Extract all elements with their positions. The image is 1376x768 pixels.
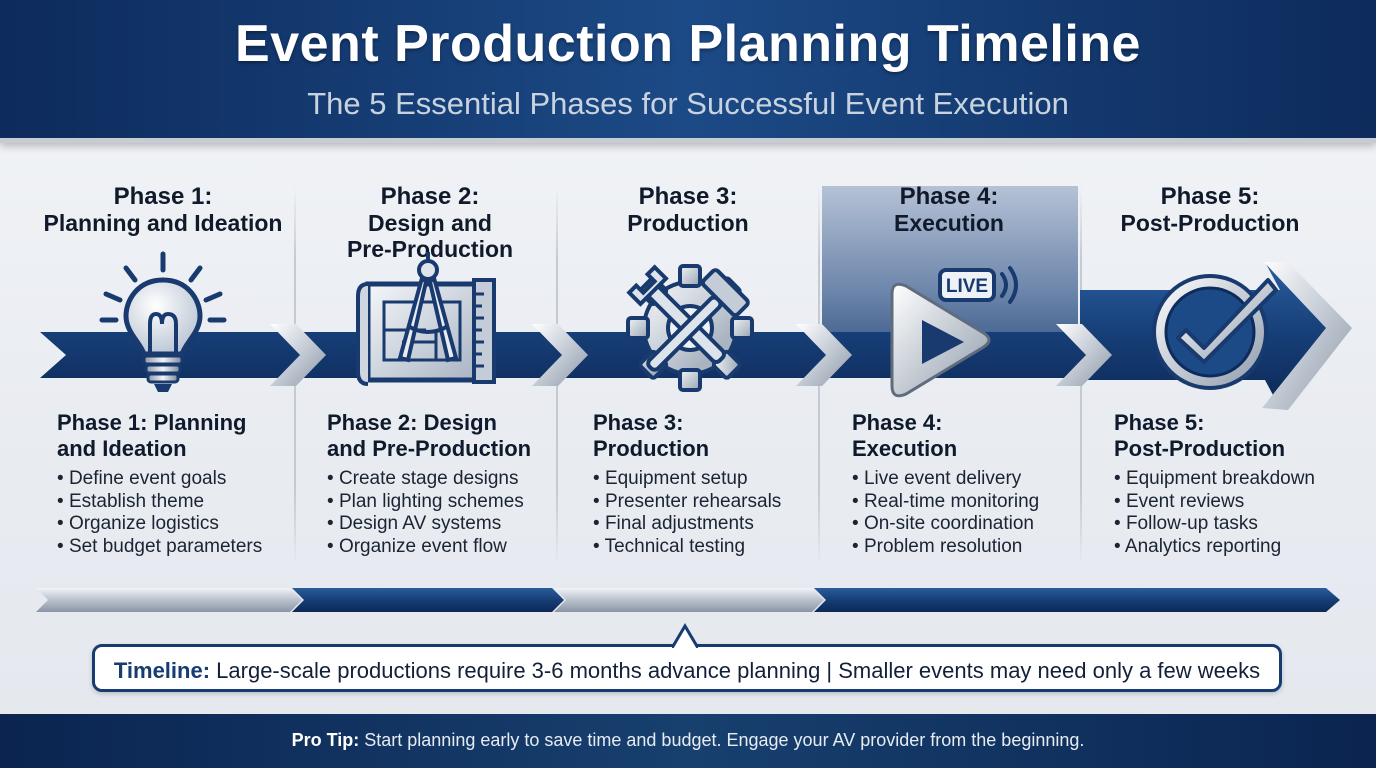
list-item: Organize event flow xyxy=(327,536,577,559)
progress-segment xyxy=(814,588,1340,612)
timeline-callout: Timeline: Large-scale productions requir… xyxy=(92,644,1282,692)
phase-5-bullets: Equipment breakdown Event reviews Follow… xyxy=(1114,468,1364,558)
phase-5-details: Phase 5: Post-Production Equipment break… xyxy=(1114,410,1364,558)
page-title: Event Production Planning Timeline xyxy=(235,15,1141,73)
list-item: Create stage designs xyxy=(327,468,577,491)
timeline-progress-bar xyxy=(36,588,1340,612)
list-item: Define event goals xyxy=(57,468,307,491)
list-item: Equipment breakdown xyxy=(1114,468,1364,491)
list-item: Plan lighting schemes xyxy=(327,491,577,514)
progress-segment xyxy=(36,588,302,612)
gear-wrench-hammer-icon xyxy=(626,264,754,392)
progress-segment xyxy=(554,588,824,612)
list-item: Problem resolution xyxy=(852,536,1102,559)
phase-4-heading-line2: Execution xyxy=(852,436,958,461)
phase-5-heading-line1: Phase 5: xyxy=(1114,410,1205,435)
list-item: Equipment setup xyxy=(593,468,843,491)
phase-3-name: Production xyxy=(627,210,749,236)
phase-1-details: Phase 1: Planning and Ideation Define ev… xyxy=(57,410,307,558)
phase-5-name: Post-Production xyxy=(1120,210,1300,236)
list-item: Real-time monitoring xyxy=(852,491,1102,514)
header-banner: Event Production Planning Timeline The 5… xyxy=(0,0,1376,143)
flow-chevron xyxy=(1056,324,1112,386)
list-item: Technical testing xyxy=(593,536,843,559)
phase-3-title: Phase 3: Production xyxy=(557,183,819,237)
phase-3-heading-line1: Phase 3: xyxy=(593,410,684,435)
list-item: Organize logistics xyxy=(57,513,307,536)
list-item: Final adjustments xyxy=(593,513,843,536)
list-item: Follow-up tasks xyxy=(1114,513,1364,536)
phase-2-heading-line2: and Pre-Production xyxy=(327,436,532,461)
pro-tip-label: Pro Tip: xyxy=(291,730,360,750)
phase-2-details: Phase 2: Design and Pre-Production Creat… xyxy=(327,410,577,558)
phase-2-name-line1: Design and xyxy=(368,210,492,236)
list-item: On-site coordination xyxy=(852,513,1102,536)
list-item: Design AV systems xyxy=(327,513,577,536)
flow-chevron xyxy=(270,324,326,386)
phase-1-name: Planning and Ideation xyxy=(43,210,283,236)
phase-1-bullets: Define event goals Establish theme Organ… xyxy=(57,468,307,558)
timeline-callout-text: Timeline: Large-scale productions requir… xyxy=(95,658,1279,684)
flow-arrow-tip-highlight xyxy=(1262,262,1352,410)
pro-tip-text: Start planning early to save time and bu… xyxy=(359,730,1085,750)
list-item: Presenter rehearsals xyxy=(593,491,843,514)
phase-3-details: Phase 3: Production Equipment setup Pres… xyxy=(593,410,843,558)
lightbulb-icon xyxy=(99,251,227,392)
progress-segment xyxy=(292,588,564,612)
live-play-icon: LIVE xyxy=(890,266,1018,398)
list-item: Set budget parameters xyxy=(57,536,307,559)
phase-2-label: Phase 2: xyxy=(380,183,480,210)
phase-4-heading: Phase 4: Execution xyxy=(852,410,1102,462)
phase-4-title: Phase 4: Execution xyxy=(818,183,1080,237)
phase-2-title: Phase 2: Design and Pre-Production xyxy=(299,183,561,263)
timeline-text: Large-scale productions require 3-6 mont… xyxy=(210,658,1261,683)
phase-5-heading: Phase 5: Post-Production xyxy=(1114,410,1364,462)
flow-chevron xyxy=(532,324,588,386)
list-item: Analytics reporting xyxy=(1114,536,1364,559)
footer-banner: Pro Tip: Start planning early to save ti… xyxy=(0,714,1376,768)
list-item: Event reviews xyxy=(1114,491,1364,514)
phase-4-bullets: Live event delivery Real-time monitoring… xyxy=(852,468,1102,558)
live-badge-text: LIVE xyxy=(946,276,988,297)
blueprint-compass-icon xyxy=(356,252,496,386)
phase-1-label: Phase 1: xyxy=(113,183,213,210)
checkmark-circle-icon xyxy=(1152,274,1278,390)
phase-1-heading-line2: and Ideation xyxy=(57,436,187,461)
phase-4-name: Execution xyxy=(894,210,1004,236)
phase-3-heading-line2: Production xyxy=(593,436,710,461)
list-item: Establish theme xyxy=(57,491,307,514)
phase-5-heading-line2: Post-Production xyxy=(1114,436,1286,461)
page-subtitle: The 5 Essential Phases for Successful Ev… xyxy=(307,86,1069,121)
phase-2-heading: Phase 2: Design and Pre-Production xyxy=(327,410,577,462)
phase-1-title: Phase 1: Planning and Ideation xyxy=(32,183,294,237)
flow-chevron xyxy=(796,324,852,386)
list-item: Live event delivery xyxy=(852,468,1102,491)
phase-3-bullets: Equipment setup Presenter rehearsals Fin… xyxy=(593,468,843,558)
phase-4-details: Phase 4: Execution Live event delivery R… xyxy=(852,410,1102,558)
timeline-label: Timeline: xyxy=(113,658,211,683)
phase-3-label: Phase 3: xyxy=(638,183,738,210)
phase-4-label: Phase 4: xyxy=(899,183,999,210)
pro-tip: Pro Tip: Start planning early to save ti… xyxy=(0,730,1376,751)
phase-5-label: Phase 5: xyxy=(1160,183,1260,210)
phase-2-bullets: Create stage designs Plan lighting schem… xyxy=(327,468,577,558)
phase-3-heading: Phase 3: Production xyxy=(593,410,843,462)
phase-5-title: Phase 5: Post-Production xyxy=(1079,183,1341,237)
callout-pointer xyxy=(672,623,698,648)
phase-1-heading: Phase 1: Planning and Ideation xyxy=(57,410,307,462)
phase-1-heading-line1: Phase 1: Planning xyxy=(57,410,247,435)
phase-4-heading-line1: Phase 4: xyxy=(852,410,943,435)
phase-2-heading-line1: Phase 2: Design xyxy=(327,410,497,435)
